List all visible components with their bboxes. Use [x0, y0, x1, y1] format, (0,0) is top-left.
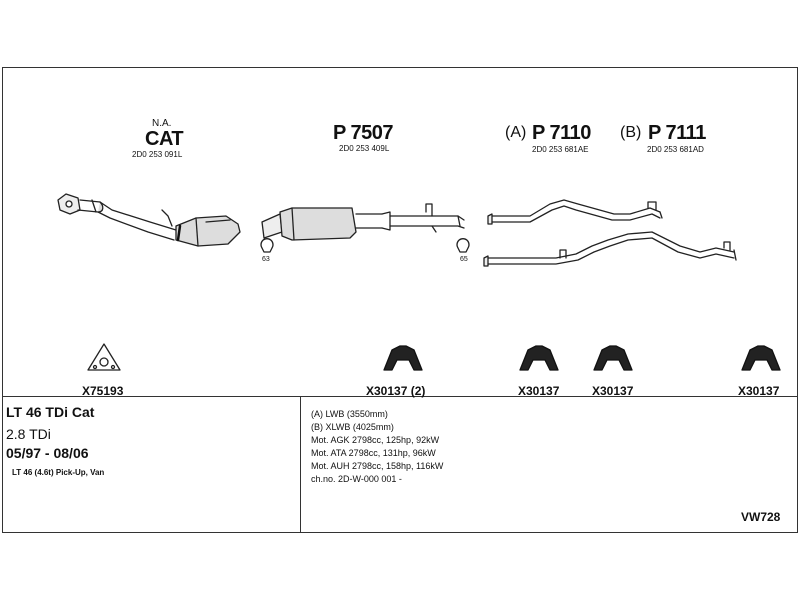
p7507-title: P 7507: [333, 122, 394, 144]
divider-horizontal: [3, 396, 797, 397]
divider-vertical: [300, 396, 301, 532]
p7110-prefix: (A): [505, 124, 527, 141]
p7111-prefix: (B): [620, 124, 642, 141]
vehicle-years: 05/97 - 08/06: [6, 445, 89, 461]
p7111-title: P 7111: [648, 122, 706, 144]
diagram-frame: [2, 67, 798, 533]
spec-list: (A) LWB (3550mm) (B) XLWB (4025mm) Mot. …: [311, 408, 443, 486]
cat-title: CAT: [145, 128, 184, 150]
vehicle-body: LT 46 (4.6t) Pick-Up, Van: [12, 468, 105, 477]
cat-converter-drawing: [161, 209, 241, 247]
vehicle-engine: 2.8 TDi: [6, 426, 51, 442]
clamp-drawings: [260, 238, 470, 253]
p7110-title: P 7110: [532, 122, 591, 144]
middle-silencer-drawing: [261, 203, 465, 241]
gasket-drawing: [87, 343, 121, 371]
clamp-label-65: 65: [460, 256, 468, 263]
tail-pipe-a-drawing: [487, 199, 663, 225]
p7507-code: 2D0 253 409L: [339, 144, 390, 153]
p7110-code: 2D0 253 681AE: [532, 145, 589, 154]
cat-prefix: N.A.: [152, 118, 172, 129]
spec-line: Mot. ATA 2798cc, 131hp, 96kW: [311, 448, 436, 458]
part-label-x75193: X75193: [82, 384, 124, 398]
part-label-x30137-a: X30137: [518, 384, 560, 398]
clamp-label-63: 63: [262, 256, 270, 263]
front-pipe-drawing: [57, 193, 177, 241]
part-label-x30137-2: X30137 (2): [366, 384, 426, 398]
spec-line: ch.no. 2D-W-000 001 -: [311, 474, 402, 484]
cat-code: 2D0 253 091L: [132, 150, 183, 159]
rubber-mount-drawings: [383, 345, 781, 371]
p7111-code: 2D0 253 681AD: [647, 145, 704, 154]
part-label-x30137-b: X30137: [592, 384, 634, 398]
vehicle-model: LT 46 TDi Cat: [6, 404, 95, 420]
reference-code: VW728: [741, 510, 781, 524]
spec-line: Mot. AUH 2798cc, 158hp, 116kW: [311, 461, 444, 471]
spec-line: Mot. AGK 2798cc, 125hp, 92kW: [311, 435, 440, 445]
spec-line: (A) LWB (3550mm): [311, 409, 388, 419]
tail-pipe-b-drawing: [483, 231, 737, 267]
part-label-x30137-c: X30137: [738, 384, 780, 398]
spec-line: (B) XLWB (4025mm): [311, 422, 394, 432]
